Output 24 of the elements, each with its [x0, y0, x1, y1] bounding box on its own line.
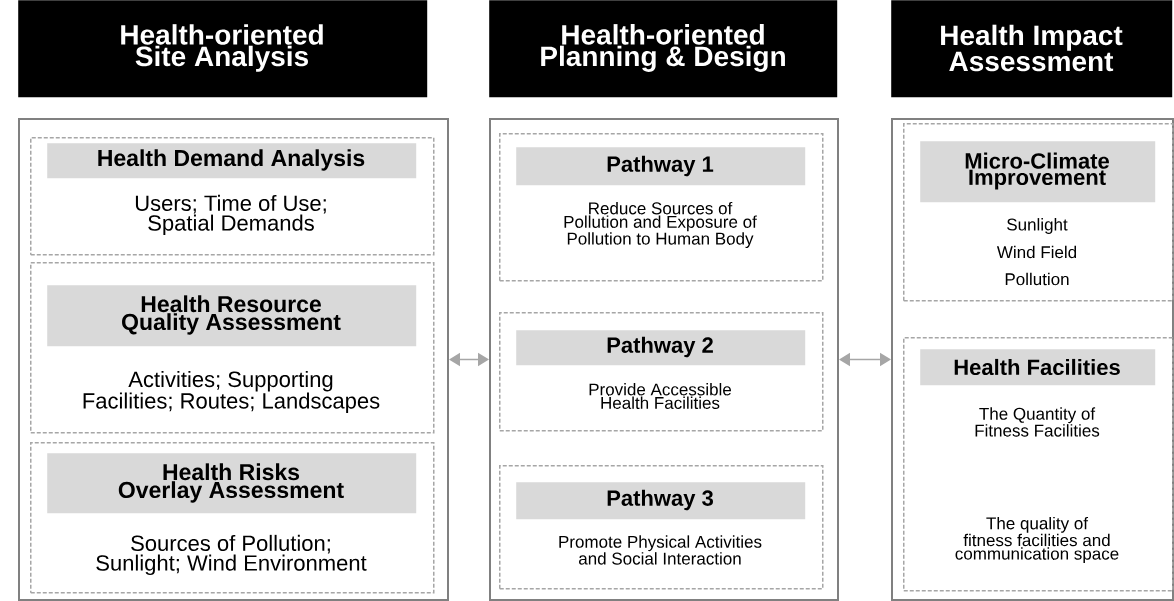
body-text: Reduce Sources of Pollution and Exposure of Pollution to Human Body: [564, 201, 757, 249]
heading-band: Pathway 1: [516, 147, 806, 186]
body-text: Wind Field: [996, 245, 1077, 259]
heading-band: Health Facilities: [920, 349, 1156, 386]
body-text: The Quantity of Fitness Facilities: [975, 407, 1100, 437]
body-text: Sources of Pollution; Sunlight; Wind Environment: [96, 534, 367, 576]
double-arrow: [449, 352, 489, 367]
body-text: Activities; Supporting Facilities; Routes; Landscapes: [83, 371, 380, 413]
heading-band: Health Risks Overlay Assessment: [47, 453, 417, 514]
heading-band: Health Resource Quality Assessment: [47, 285, 417, 347]
body-text: The quality of fitness facilities and communication space: [955, 516, 1119, 564]
column-header: Health-oriented Planning & Design: [489, 0, 838, 98]
heading-band: Pathway 2: [516, 330, 806, 366]
heading-band: Pathway 3: [516, 482, 806, 520]
body-text: Sunlight: [1007, 218, 1068, 234]
body-text: Pollution: [1005, 272, 1069, 286]
body-text: Promote Physical Activities and Social Interaction: [559, 535, 762, 565]
column-header: Health Impact Assessment: [891, 0, 1173, 98]
heading-band: Health Demand Analysis: [47, 143, 417, 179]
double-arrow: [839, 352, 891, 367]
body-text: Provide Accessible Health Facilities: [589, 383, 732, 409]
body-text: Users; Time of Use; Spatial Demands: [135, 194, 326, 236]
heading-band: Micro-Climate Improvement: [920, 141, 1156, 203]
column-header: Health-oriented Site Analysis: [18, 0, 428, 98]
